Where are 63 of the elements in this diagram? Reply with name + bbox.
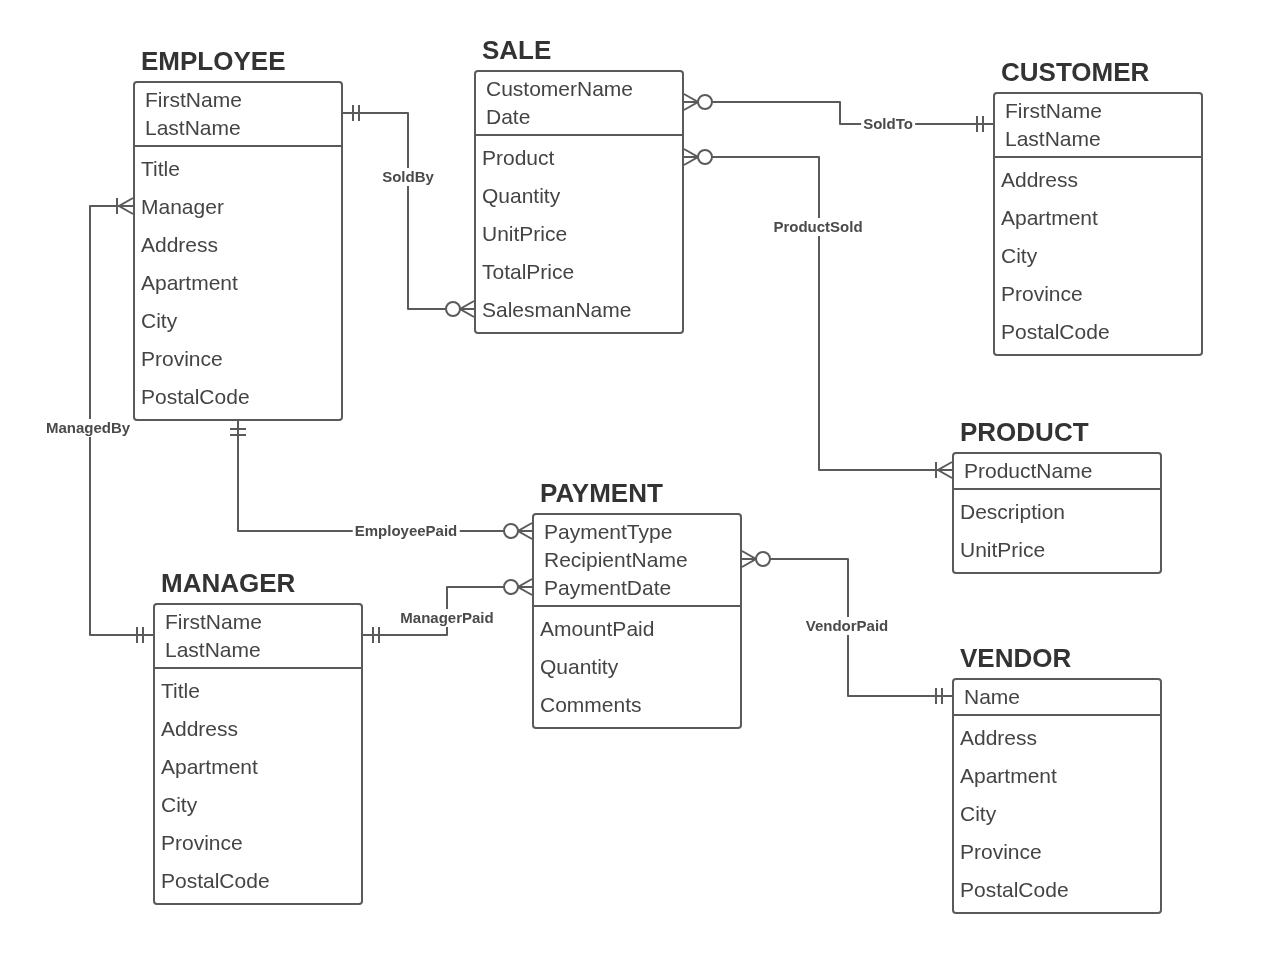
key-attribute: CustomerName xyxy=(486,77,634,101)
attribute-name: Province xyxy=(141,347,223,371)
attribute-name: Quantity xyxy=(482,184,561,208)
attribute-name: Apartment xyxy=(141,271,238,295)
attribute-name: Apartment xyxy=(960,764,1057,788)
key-attribute: Name xyxy=(964,685,1021,709)
attribute-name: Address xyxy=(161,717,239,741)
relationship-line xyxy=(362,578,533,644)
attribute-name: SalesmanName xyxy=(482,298,632,322)
attribute-name: Description xyxy=(960,500,1066,524)
key-attribute: RecipientName xyxy=(544,548,688,572)
relationship-line xyxy=(342,104,475,318)
attribute-name: Province xyxy=(1001,282,1083,306)
attribute-name: Title xyxy=(161,679,200,703)
attribute-name: City xyxy=(960,802,997,826)
attribute-name: Comments xyxy=(540,693,642,717)
relationship-label: EmployeePaid xyxy=(352,522,460,540)
relationship-label: VendorPaid xyxy=(803,617,891,635)
attribute-name: UnitPrice xyxy=(482,222,568,246)
relationship-label: ProductSold xyxy=(771,218,865,236)
entity-name: CUSTOMER xyxy=(1001,57,1150,87)
attribute-name: Address xyxy=(1001,168,1079,192)
key-attribute: PaymentType xyxy=(544,520,673,544)
attribute-name: PostalCode xyxy=(960,878,1069,902)
key-attribute: Date xyxy=(486,105,531,129)
key-attribute: LastName xyxy=(165,638,261,662)
attribute-name: PostalCode xyxy=(1001,320,1110,344)
attribute-name: Quantity xyxy=(540,655,619,679)
key-attribute: FirstName xyxy=(1005,99,1102,123)
attribute-name: UnitPrice xyxy=(960,538,1046,562)
key-attribute: LastName xyxy=(145,116,241,140)
attribute-name: City xyxy=(141,309,178,333)
key-attribute: PaymentDate xyxy=(544,576,672,600)
attribute-name: Address xyxy=(960,726,1038,750)
entity-name: EMPLOYEE xyxy=(141,46,286,76)
attribute-name: Province xyxy=(960,840,1042,864)
key-attribute: ProductName xyxy=(964,459,1093,483)
entity-name: MANAGER xyxy=(161,568,296,598)
key-attribute: FirstName xyxy=(165,610,262,634)
relationship-line xyxy=(89,197,154,644)
entity-name: SALE xyxy=(482,35,552,65)
attribute-name: City xyxy=(1001,244,1038,268)
attribute-name: AmountPaid xyxy=(540,617,655,641)
key-attribute: FirstName xyxy=(145,88,242,112)
attribute-name: PostalCode xyxy=(161,869,270,893)
entity-name: VENDOR xyxy=(960,643,1072,673)
attribute-name: City xyxy=(161,793,198,817)
attribute-name: Title xyxy=(141,157,180,181)
entity-name: PRODUCT xyxy=(960,417,1089,447)
relationship-label: ManagerPaid xyxy=(398,609,496,627)
attribute-name: Apartment xyxy=(161,755,258,779)
attribute-name: Manager xyxy=(141,195,224,219)
attribute-name: Address xyxy=(141,233,219,257)
entity-name: PAYMENT xyxy=(540,478,663,508)
relationship-label: SoldBy xyxy=(380,168,436,186)
attribute-name: Product xyxy=(482,146,555,170)
attribute-name: Province xyxy=(161,831,243,855)
key-attribute: LastName xyxy=(1005,127,1101,151)
attribute-name: PostalCode xyxy=(141,385,250,409)
attribute-name: Apartment xyxy=(1001,206,1098,230)
relationship-line xyxy=(741,550,953,705)
attribute-name: TotalPrice xyxy=(482,260,575,284)
relationship-line xyxy=(683,148,953,479)
